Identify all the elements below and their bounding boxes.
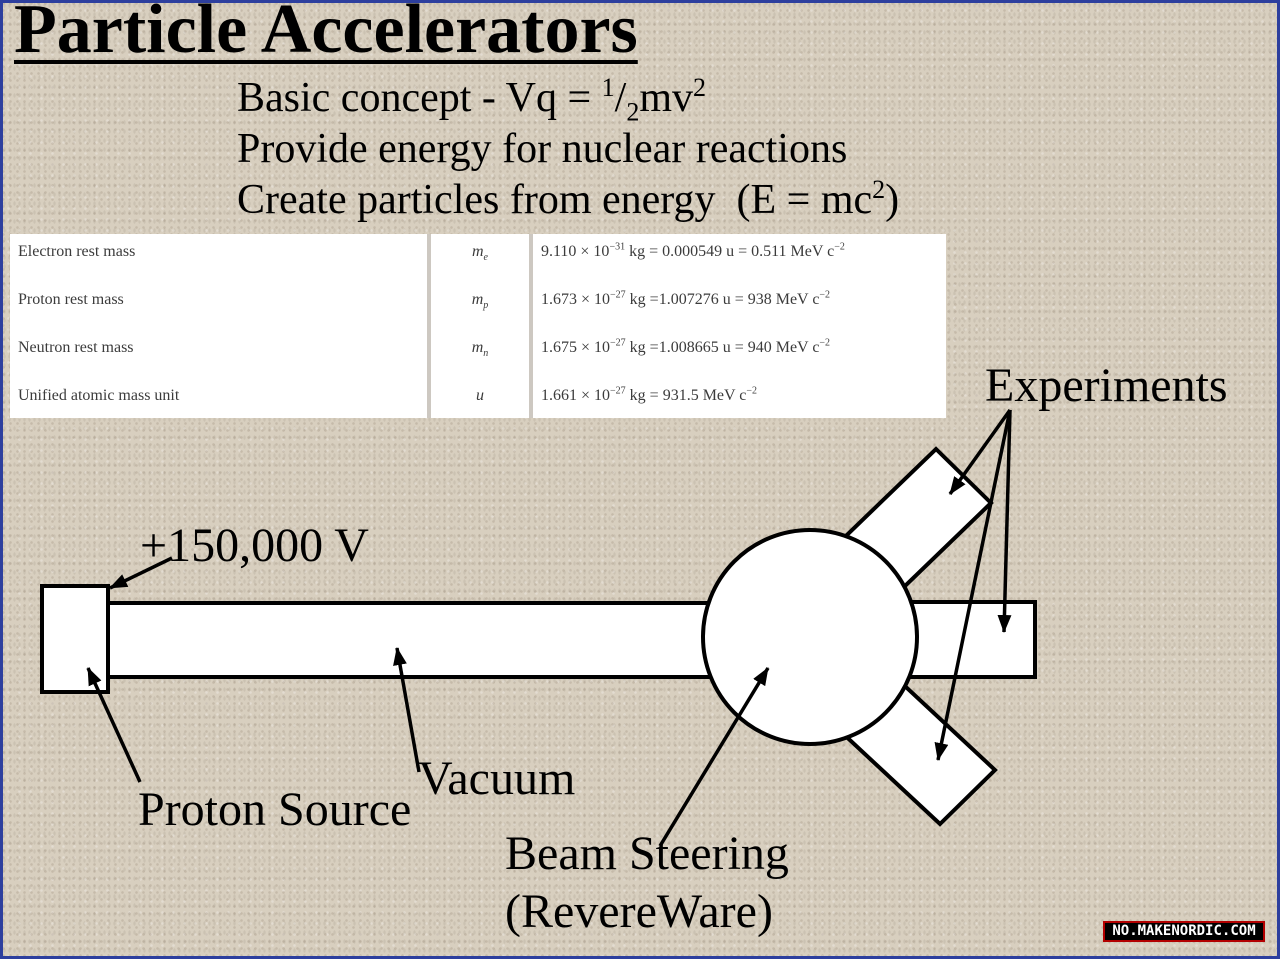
closing-paren: ) [885, 177, 900, 223]
symbol-cell: mp [431, 282, 529, 330]
bullet-create-particles: Create particles from energy (E = mc2) [237, 175, 899, 226]
fraction-denominator: 2 [626, 97, 640, 127]
symbol-subscript: p [483, 300, 489, 312]
symbol-cell: me [431, 234, 529, 282]
kinetic-term: mv [639, 75, 694, 121]
value-exponent: −27 [610, 337, 626, 349]
beam-steering-label: Beam Steering [505, 827, 789, 880]
light-speed-exponent: 2 [872, 175, 886, 204]
beam-steering-circle [701, 528, 919, 746]
symbol-text: m [471, 291, 484, 308]
symbol-text: u [476, 387, 484, 404]
value-mantissa: 1.661 × 10 [541, 387, 611, 404]
experiments-label: Experiments [985, 359, 1228, 412]
velocity-exponent: 2 [693, 73, 707, 102]
voltage-label: +150,000 V [140, 519, 369, 572]
fraction-bar: / [614, 75, 627, 121]
unit-exponent: −2 [819, 289, 831, 301]
vacuum-label: Vacuum [418, 752, 576, 805]
value-exponent: −27 [610, 385, 626, 397]
revereware-label: (RevereWare) [505, 885, 773, 938]
create-particles-text: Create particles from energy (E = mc [237, 177, 873, 223]
arrow-proton-source [86, 667, 142, 783]
site-watermark: NO.MAKENORDIC.COM [1103, 921, 1265, 942]
value-cell: 1.661 × 10−27 kg = 931.5 MeV c−2 [533, 378, 946, 418]
quantity-cell: Neutron rest mass [10, 330, 427, 378]
value-exponent: −27 [610, 289, 626, 301]
basic-concept-text: Basic concept - Vq = [237, 75, 602, 121]
quantity-cell: Proton rest mass [10, 282, 427, 330]
value-cell: 1.675 × 10−27 kg =1.008665 u = 940 MeV c… [533, 330, 946, 378]
fraction-numerator: 1 [601, 73, 615, 102]
unit-exponent: −2 [746, 385, 758, 397]
bullet-basic-concept: Basic concept - Vq = 1/2mv2 [237, 73, 899, 124]
proton-source-box [40, 584, 110, 694]
arrow-experiment-upper [948, 408, 1012, 496]
quantity-cell: Electron rest mass [10, 234, 427, 282]
arrow-experiment-lower [934, 409, 1012, 761]
arrow-beam-steering [658, 667, 770, 847]
value-equivalents: kg = 0.000549 u = 0.511 MeV c [625, 243, 835, 260]
symbol-subscript: e [483, 252, 488, 264]
quantity-cell: Unified atomic mass unit [10, 378, 427, 418]
slide-title: Particle Accelerators [14, 0, 638, 68]
arrow-experiment-straight [997, 409, 1012, 633]
symbol-text: m [471, 339, 484, 356]
particle-mass-table: Electron rest mass me 9.110 × 10−31 kg =… [10, 234, 946, 418]
value-equivalents: kg = 931.5 MeV c [625, 387, 747, 404]
value-mantissa: 9.110 × 10 [541, 243, 610, 260]
unit-exponent: −2 [834, 241, 845, 253]
value-cell: 1.673 × 10−27 kg =1.007276 u = 938 MeV c… [533, 282, 946, 330]
value-equivalents: kg =1.007276 u = 938 MeV c [625, 291, 820, 308]
value-mantissa: 1.675 × 10 [541, 339, 611, 356]
value-mantissa: 1.673 × 10 [541, 291, 611, 308]
value-exponent: −31 [609, 241, 626, 253]
unit-exponent: −2 [819, 337, 831, 349]
arrow-voltage [109, 556, 173, 590]
symbol-cell: u [431, 378, 529, 418]
bullet-provide-energy: Provide energy for nuclear reactions [237, 126, 848, 172]
concept-list: Basic concept - Vq = 1/2mv2 Provide ener… [237, 73, 899, 226]
symbol-cell: mn [431, 330, 529, 378]
proton-source-label: Proton Source [138, 783, 412, 836]
value-cell: 9.110 × 10−31 kg = 0.000549 u = 0.511 Me… [533, 234, 946, 282]
value-equivalents: kg =1.008665 u = 940 MeV c [625, 339, 820, 356]
arrow-vacuum [393, 647, 421, 773]
vacuum-tube [104, 601, 748, 679]
symbol-text: m [471, 243, 484, 260]
symbol-subscript: n [483, 348, 489, 360]
